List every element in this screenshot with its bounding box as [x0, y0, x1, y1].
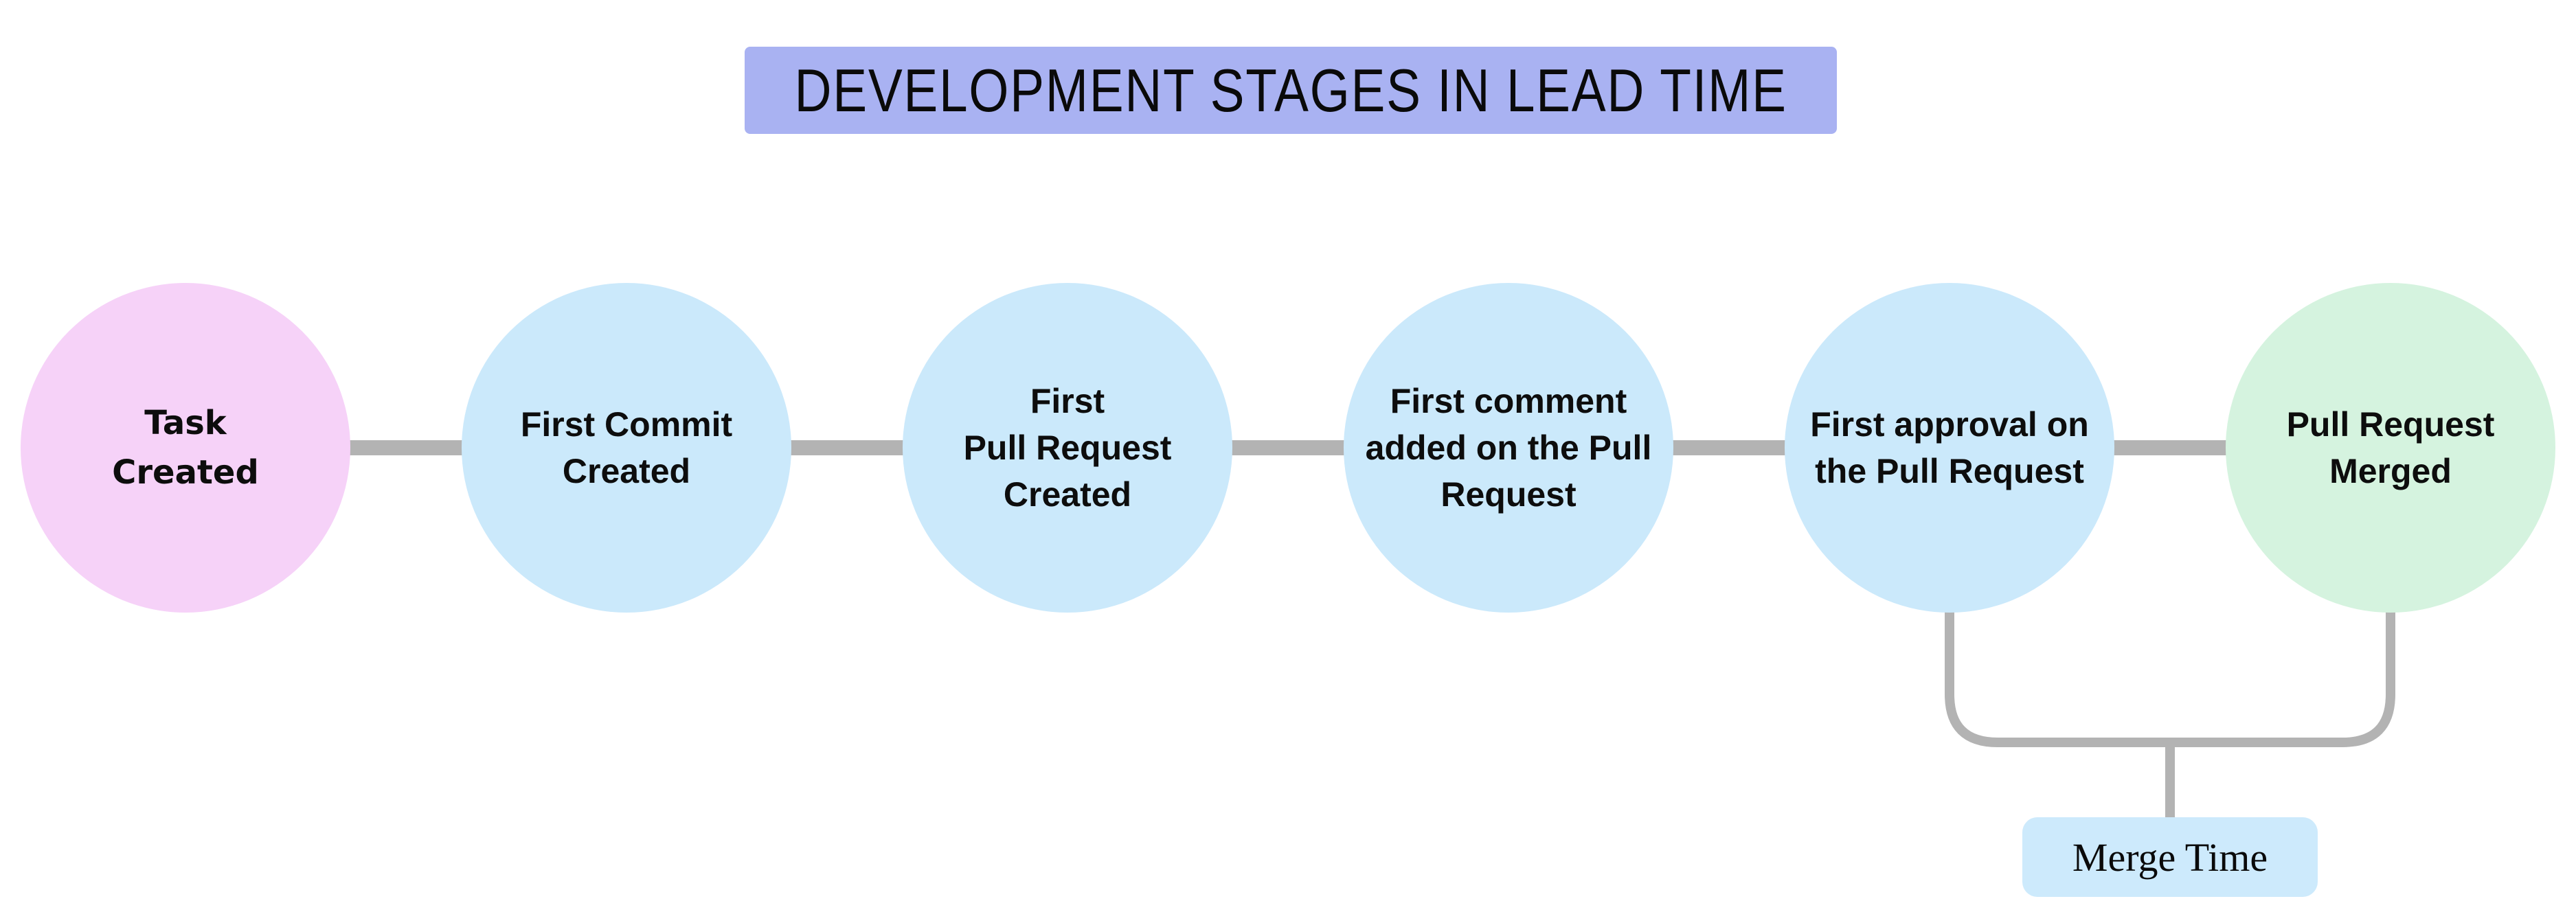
stage-label: First Pull Request Created: [963, 382, 1172, 514]
stage-label: Task Created: [112, 404, 259, 492]
stage-label: First approval on the Pull Request: [1810, 405, 2089, 490]
stage-circle-first-pull-request-created: First Pull Request Created: [903, 283, 1232, 613]
stage-circle-first-commit-created: First Commit Created: [462, 283, 791, 613]
merge-time-label-box: Merge Time: [2022, 817, 2318, 897]
merge-time-label: Merge Time: [2072, 834, 2268, 880]
stage-label: First Commit Created: [520, 405, 733, 490]
stage-circle-task-created: Task Created: [21, 283, 350, 613]
stage-label: First comment added on the Pull Request: [1365, 382, 1652, 514]
title-banner: DEVELOPMENT STAGES IN LEAD TIME: [745, 47, 1837, 134]
diagram-title: DEVELOPMENT STAGES IN LEAD TIME: [794, 56, 1787, 124]
stage-circle-pull-request-merged: Pull Request Merged: [2226, 283, 2555, 613]
stage-circle-first-comment-added: First comment added on the Pull Request: [1344, 283, 1673, 613]
merge-time-bracket: [1945, 597, 2395, 747]
stage-circle-first-approval: First approval on the Pull Request: [1785, 283, 2114, 613]
stage-label: Pull Request Merged: [2286, 405, 2495, 490]
